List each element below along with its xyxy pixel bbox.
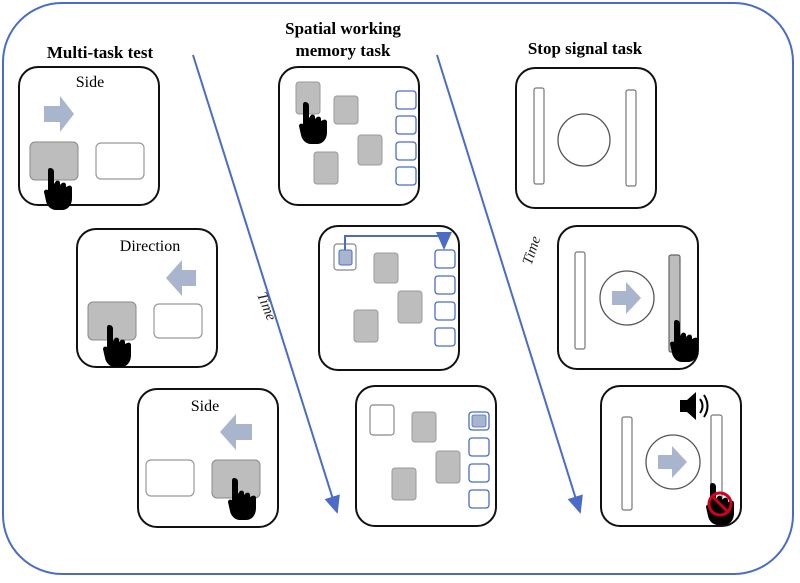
multi-task-panel-2	[76, 228, 218, 368]
slot-box	[434, 327, 456, 347]
slot-box	[395, 166, 417, 186]
stop-hand-icon	[706, 483, 734, 525]
target-box-right	[95, 142, 145, 180]
slot-box	[395, 115, 417, 135]
response-bar-right	[625, 89, 637, 187]
arrow-right-icon	[44, 96, 74, 132]
slot-box	[468, 489, 490, 509]
memory-box	[397, 290, 423, 324]
speaker-icon	[680, 392, 709, 420]
memory-box	[353, 309, 379, 343]
response-bar-left	[621, 416, 633, 511]
response-bar-left	[533, 87, 545, 185]
spatial-heading-line1: Spatial working	[285, 19, 401, 38]
slot-box	[434, 301, 456, 321]
memory-box	[313, 151, 339, 185]
slot-box	[434, 249, 456, 269]
outer-frame	[2, 2, 794, 575]
arrow-left-icon	[166, 260, 196, 296]
slot-box	[468, 463, 490, 483]
target-box-right	[153, 303, 203, 339]
slot-box	[395, 141, 417, 161]
time-arrow-2	[436, 54, 583, 514]
memory-box	[357, 134, 383, 166]
slot-box	[468, 437, 490, 457]
empty-box	[369, 404, 395, 436]
panel-label-direction: Direction	[119, 238, 181, 255]
move-path-arrow	[344, 232, 452, 250]
memory-box	[333, 95, 359, 125]
time-arrow-1	[192, 54, 340, 514]
fixation-circle	[557, 113, 611, 167]
memory-box	[373, 252, 399, 284]
memory-box	[435, 450, 461, 484]
memory-box	[391, 467, 417, 501]
slot-token	[471, 414, 487, 428]
arrow-left-icon	[220, 414, 252, 450]
multi-task-heading: Multi-task test	[46, 43, 154, 62]
target-box-left	[145, 459, 195, 497]
arrow-right-icon	[658, 446, 687, 478]
multi-task-panel-1	[18, 66, 160, 206]
spatial-heading-line2: memory task	[295, 41, 391, 60]
panel-label-side-2: Side	[190, 398, 220, 415]
response-bar-left	[574, 251, 586, 350]
memory-box	[411, 411, 437, 443]
selected-token	[338, 249, 353, 266]
panel-label-side-1: Side	[75, 74, 105, 91]
stop-signal-heading: Stop signal task	[527, 39, 643, 58]
hand-pointer-icon	[670, 320, 698, 362]
slot-box	[434, 275, 456, 295]
slot-box	[395, 90, 417, 110]
arrow-right-icon	[612, 282, 641, 314]
